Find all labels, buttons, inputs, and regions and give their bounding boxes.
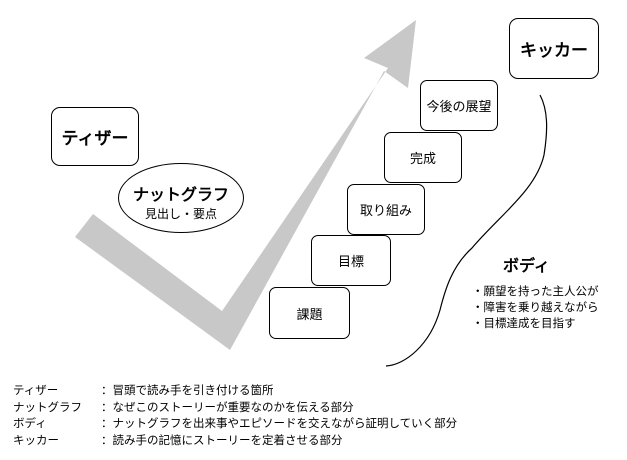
body-point: ・願望を持った主人公が <box>472 284 599 298</box>
body-point: ・障害を乗り越えながら <box>472 300 599 314</box>
legend-term: ボディ <box>13 416 47 430</box>
legend-desc: ：なぜこのストーリーが重要なのかを伝える部分 <box>101 399 354 414</box>
legend-row: ナットグラフ ：なぜこのストーリーが重要なのかを伝える部分 <box>13 399 457 416</box>
kicker-box: キッカー <box>509 18 599 79</box>
legend-desc: ：読み手の記憶にストーリーを定着させる部分 <box>101 432 343 447</box>
growth-arrow <box>75 20 416 350</box>
legend-desc: ：冒頭で読み手を引き付ける箇所 <box>101 383 274 397</box>
teaser-label: ティザー <box>61 129 129 149</box>
step-box-outlook: 今後の展望 <box>420 80 498 131</box>
step-label: 今後の展望 <box>426 100 492 115</box>
step-box-complete: 完成 <box>384 132 462 183</box>
body-title: ボディ <box>503 256 550 275</box>
legend: ティザー ：冒頭で読み手を引き付ける箇所 ナットグラフ ：なぜこのストーリーが重要な… <box>13 382 457 448</box>
nutgraph-ellipse: ナットグラフ 見出し・要点 <box>118 163 244 233</box>
legend-term: ティザー <box>13 383 59 397</box>
legend-row: ボディ ：ナットグラフを出来事やエピソードを交えながら証明していく部分 <box>13 415 457 432</box>
body-point: ・目標達成を目指す <box>472 316 576 330</box>
step-label: 目標 <box>337 255 364 270</box>
nutgraph-title: ナットグラフ <box>132 185 229 204</box>
step-box-issue: 課題 <box>269 287 350 339</box>
kicker-label: キッカー <box>520 41 588 61</box>
body-points: ・願望を持った主人公が ・障害を乗り越えながら ・目標達成を目指す <box>472 283 599 331</box>
legend-term: ナットグラフ <box>13 399 82 414</box>
legend-row: ティザー ：冒頭で読み手を引き付ける箇所 <box>13 382 457 399</box>
step-label: 取り組み <box>359 204 412 219</box>
teaser-box: ティザー <box>51 107 139 166</box>
step-label: 課題 <box>296 307 323 323</box>
legend-row: キッカー ：読み手の記憶にストーリーを定着させる部分 <box>13 432 457 449</box>
step-box-goal: 目標 <box>311 235 391 286</box>
step-label: 完成 <box>409 152 436 167</box>
legend-term: キッカー <box>13 432 59 447</box>
nutgraph-subtitle: 見出し・要点 <box>144 207 217 221</box>
step-box-effort: 取り組み <box>347 184 425 235</box>
body-brace <box>385 94 548 367</box>
legend-desc: ：ナットグラフを出来事やエピソードを交えながら証明していく部分 <box>101 416 458 430</box>
